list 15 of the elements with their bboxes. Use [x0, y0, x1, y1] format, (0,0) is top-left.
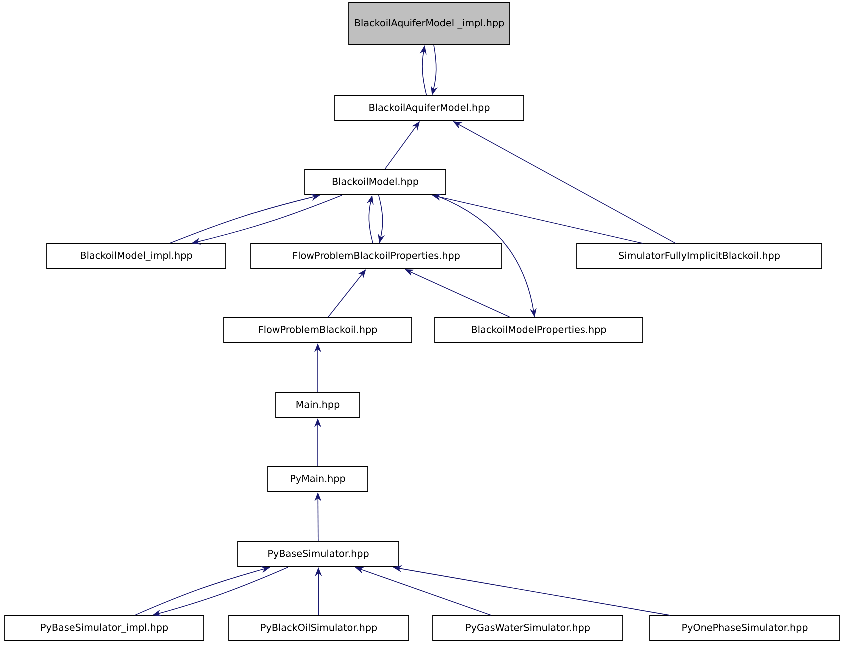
file-box: BlackoilModelProperties.hpp	[434, 318, 644, 344]
file-box: PyOnePhaseSimulator.hpp	[650, 616, 840, 642]
file-box: SimulatorFullyImplicitBlackoil.hpp	[576, 244, 822, 270]
file-box: BlackoilModel_impl.hpp	[46, 244, 226, 270]
file-box: Main.hpp	[276, 392, 360, 418]
file-box: PyBaseSimulator_impl.hpp	[4, 616, 204, 642]
file-box: PyBaseSimulator.hpp	[238, 542, 400, 568]
file-box: PyBlackOilSimulator.hpp	[228, 616, 410, 642]
file-box: PyMain.hpp	[268, 466, 368, 492]
file-box: BlackoilAquiferModel _impl.hpp	[348, 2, 510, 46]
file-box: PyGasWaterSimulator.hpp	[432, 616, 624, 642]
file-box: BlackoilAquiferModel.hpp	[334, 96, 524, 122]
file-box: FlowProblemBlackoilProperties.hpp	[250, 244, 502, 270]
file-box: FlowProblemBlackoil.hpp	[224, 318, 412, 344]
file-box: BlackoilModel.hpp	[304, 170, 446, 196]
